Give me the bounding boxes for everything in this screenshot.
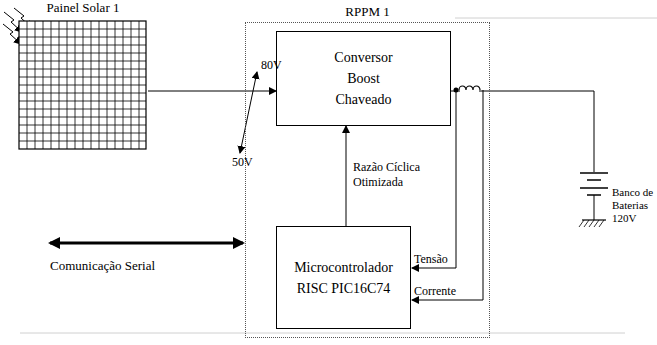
- battery-label: Banco de Baterias 120V: [612, 186, 656, 225]
- process-box: Microcontrolador RISC PIC16C74: [276, 226, 411, 329]
- voltage-range-arrow: [240, 72, 257, 153]
- edge-label: Razão Cíclica Otimizada: [353, 160, 435, 190]
- connector: [148, 91, 276, 92]
- connector: [346, 126, 347, 226]
- panel-cell-line: [19, 109, 146, 110]
- panel-cell-line: [19, 141, 146, 142]
- panel-frame: [19, 21, 146, 149]
- panel-cell-line: [19, 61, 146, 62]
- ground-hatch: [599, 220, 604, 227]
- panel-cell-line: [19, 85, 146, 86]
- process-box: Conversor Boost Chaveado: [276, 31, 451, 126]
- panel-grid: [18, 20, 148, 152]
- interface-label: Comunicação Serial: [50, 258, 155, 273]
- panel-cell-line: [19, 93, 146, 94]
- connector: [451, 91, 594, 172]
- signal-name: Tensão: [414, 252, 448, 267]
- solar-panel: Painel Solar 1: [18, 0, 148, 152]
- panel-cell-line: [19, 45, 146, 46]
- panel-cell-line: [19, 117, 146, 118]
- battery-plate: [587, 179, 601, 181]
- panel-cell-line: [19, 125, 146, 126]
- panel-cell-line: [19, 77, 146, 78]
- ground-hatch: [589, 220, 594, 227]
- group-title: RPPM 1: [246, 4, 489, 20]
- panel-cell-line: [19, 69, 146, 70]
- ground-hatch: [579, 220, 584, 227]
- panel-cell-line: [19, 37, 146, 38]
- ground-hatch: [594, 220, 599, 227]
- battery-bank: Banco de Baterias 120V: [576, 172, 657, 242]
- box-label: Microcontrolador RISC PIC16C74: [294, 257, 393, 299]
- ground-hatch: [584, 220, 589, 227]
- battery-plate: [580, 187, 608, 189]
- voltage-label: 50V: [232, 155, 253, 170]
- voltage-label: 80V: [261, 58, 282, 73]
- box-label: Conversor Boost Chaveado: [334, 47, 392, 110]
- ground-wire: [594, 195, 595, 220]
- panel-title: Painel Solar 1: [18, 0, 148, 16]
- page-rule: [455, 18, 657, 19]
- serial-arrow: [50, 242, 243, 245]
- battery-plate: [580, 172, 608, 174]
- page-rule: [20, 333, 625, 334]
- battery-symbol: [576, 172, 612, 242]
- panel-cell-line: [19, 101, 146, 102]
- signal-name: Corrente: [414, 284, 456, 299]
- inductor-symbol: [459, 85, 480, 93]
- panel-cell-line: [19, 29, 146, 30]
- panel-cell-line: [19, 133, 146, 134]
- panel-cell-line: [19, 53, 146, 54]
